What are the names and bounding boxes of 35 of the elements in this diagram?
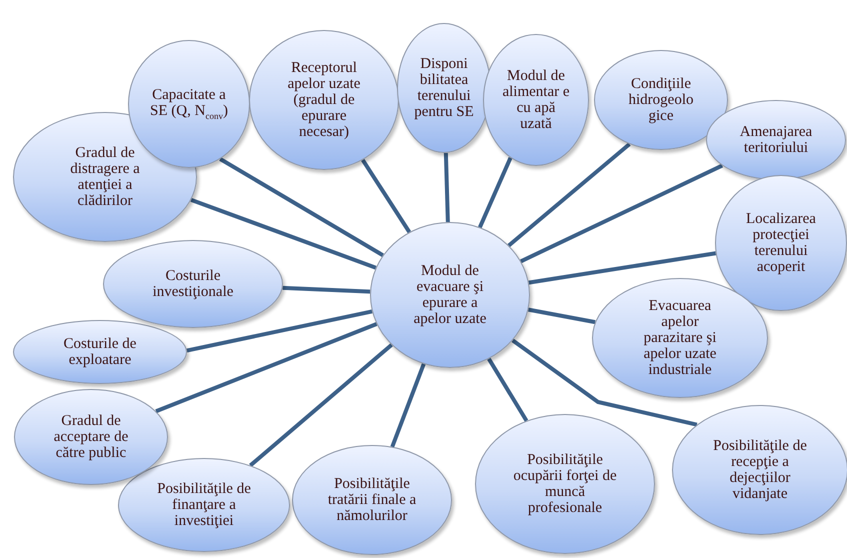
factor-label: Amenajarea teritoriului <box>738 124 814 156</box>
factor-ellipse <box>483 34 589 166</box>
connector-line <box>508 142 631 248</box>
connector-line <box>249 343 393 467</box>
factor-label: Modul de evacuare şi epurare a apelor uzate <box>412 262 488 328</box>
factor-label: Localizarea protecţiei terenului acoperit <box>745 210 817 276</box>
connector-line <box>219 157 384 257</box>
factor-label: Condiţiile hidrogeolo gice <box>628 76 694 124</box>
factor-label: Posibilităţile tratării finale a nămolurilor <box>326 476 418 524</box>
factor-label: Posibilităţile de finanţare a investiţiei <box>156 480 252 530</box>
factor-label: Costurile investiţionale <box>152 268 234 300</box>
connector-line <box>282 286 370 294</box>
connector-line <box>444 152 450 222</box>
connector-line <box>361 158 412 234</box>
connector-line <box>186 310 372 352</box>
factor-label: Evacuarea apelor parazitare şi apelor uzate industriale <box>642 298 718 378</box>
factor-label: Posibilităţile de recepţie a dejecţiilor vidanjate <box>712 438 808 502</box>
factor-label: Capacitate a SE (Q, N$_{conv}$) <box>149 86 229 122</box>
connector-line <box>528 251 716 285</box>
factor-label: Receptorul apelor uzate (gradul de epurare necesar) <box>286 60 362 140</box>
factor-label: Disponi bilitatea terenului pentru SE <box>413 56 475 120</box>
connector-line <box>512 338 698 427</box>
factor-label: Gradul de acceptare de către public <box>52 412 130 462</box>
central-ellipse <box>370 222 530 368</box>
factor-label: Modul de alimentar e cu apă uzată <box>501 68 571 132</box>
connector-line <box>390 363 426 448</box>
connector-line <box>487 358 528 422</box>
connector-line <box>520 164 724 264</box>
factor-label: Posibilităţile ocupării forţei de muncă profesionale <box>512 452 618 516</box>
connector-line <box>478 157 512 228</box>
factor-label: Gradul de distragere a atenţiei a clădirilor <box>69 144 141 210</box>
connector-line <box>190 198 376 270</box>
factor-label: Costurile de exploatare <box>62 336 138 368</box>
connector-line <box>528 308 596 324</box>
connector-line <box>155 322 378 414</box>
